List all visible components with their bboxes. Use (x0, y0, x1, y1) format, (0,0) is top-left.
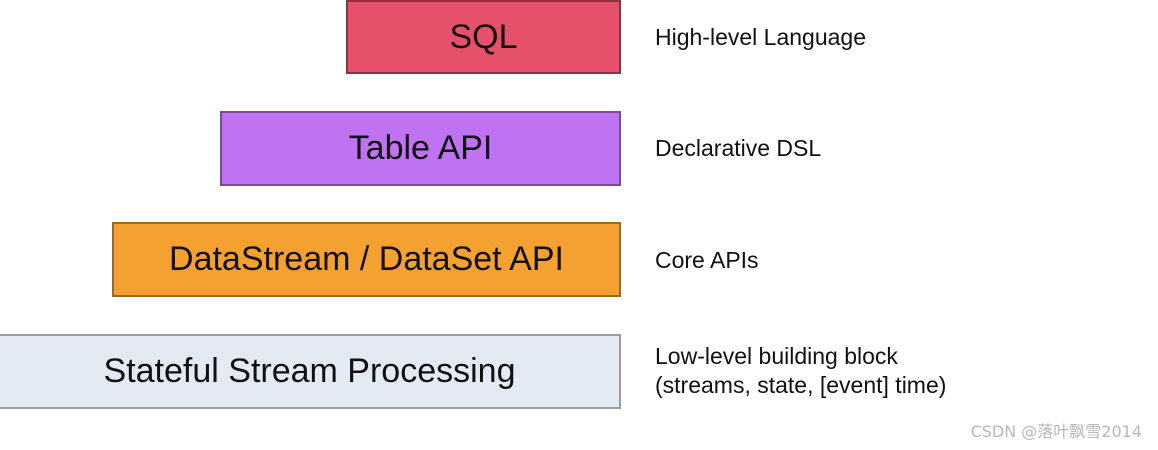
layer-stateful-description-line2: (streams, state, [event] time) (655, 372, 947, 398)
layer-stateful-label: Stateful Stream Processing (103, 352, 516, 390)
layer-sql-description: High-level Language (655, 24, 866, 50)
layer-sql-label: SQL (449, 17, 518, 56)
layer-datastream-box: DataStream / DataSet API (112, 222, 621, 297)
layer-stateful-description-line1: Low-level building block (655, 343, 898, 369)
layer-datastream-description: Core APIs (655, 247, 759, 273)
watermark: CSDN @落叶飘雪2014 (970, 422, 1142, 441)
layer-sql-box: SQL (346, 0, 621, 74)
layer-table-api-box: Table API (220, 111, 621, 186)
layer-datastream-label: DataStream / DataSet API (169, 240, 564, 278)
layer-table-api-label: Table API (348, 129, 493, 167)
layer-table-api-description: Declarative DSL (655, 135, 822, 161)
layer-stateful-box: Stateful Stream Processing (0, 334, 621, 409)
layer-stateful-description: Low-level building block (streams, state… (655, 342, 946, 400)
